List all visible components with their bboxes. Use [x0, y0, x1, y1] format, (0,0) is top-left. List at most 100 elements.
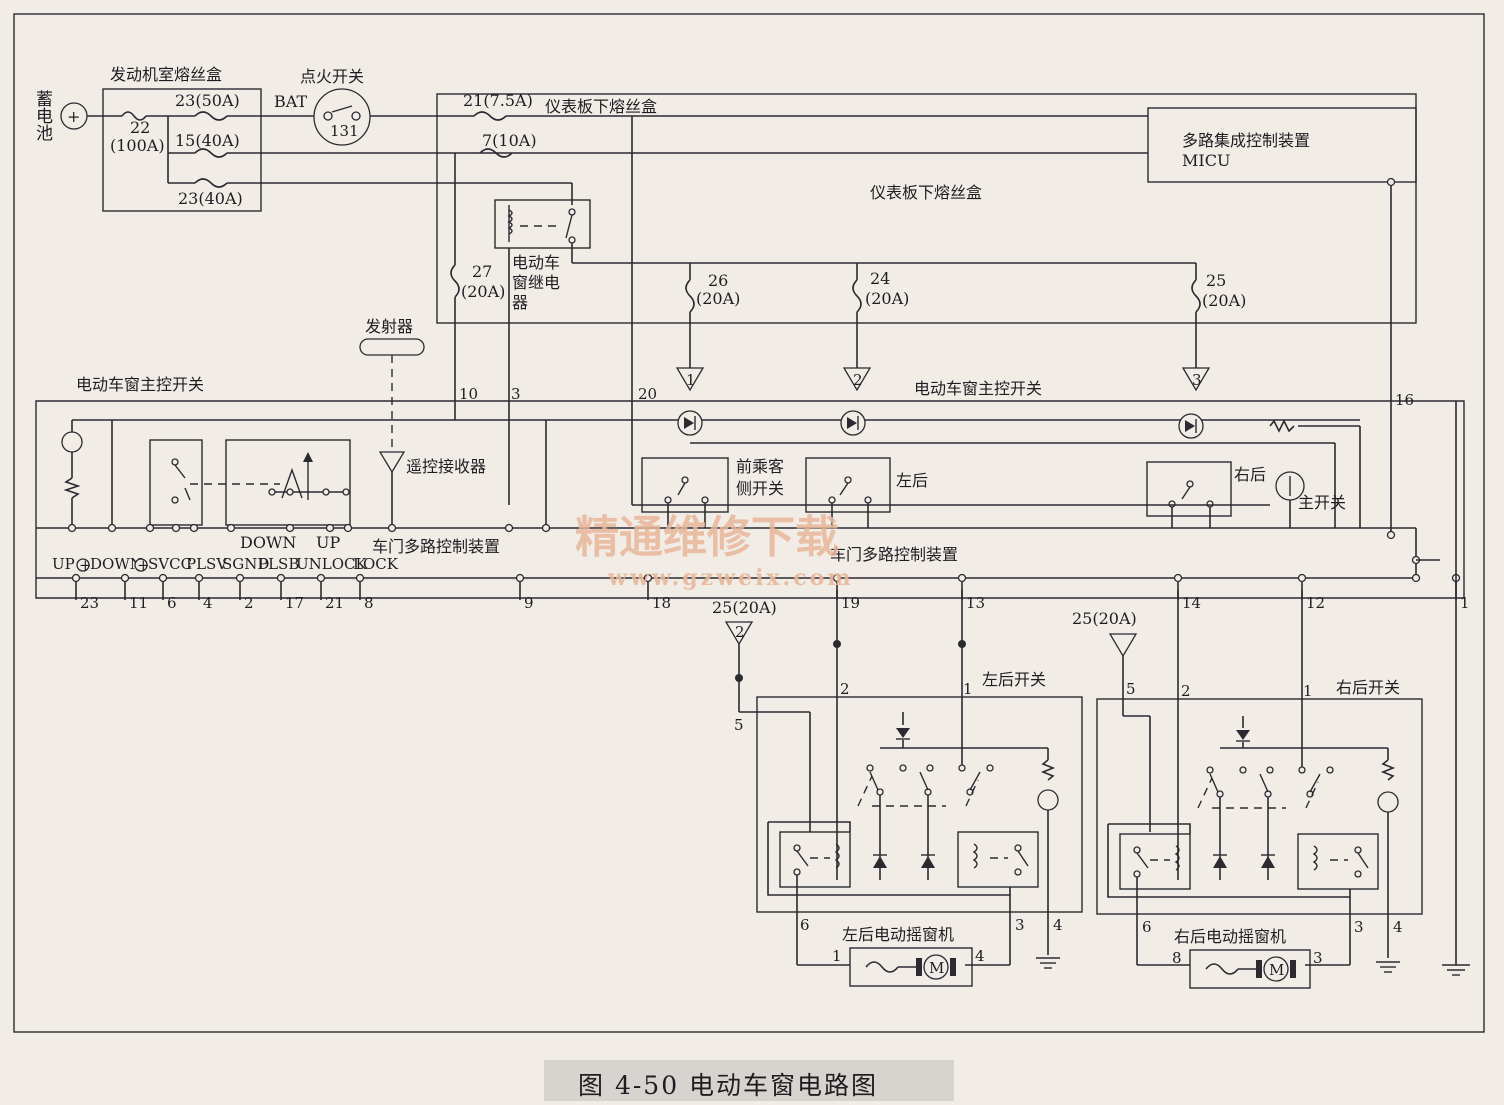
rl-pin-2-label: 2	[840, 680, 850, 698]
rr-motor-m: M	[1269, 961, 1284, 979]
pin-node	[120, 573, 130, 583]
master-inner-wiring	[36, 419, 1417, 579]
diode-row	[677, 410, 1361, 528]
rr-coil-right-icon	[1312, 845, 1318, 871]
pin-label: 2	[244, 594, 254, 612]
rl-motor-pin-4: 4	[975, 947, 985, 965]
indicator-led-icon	[61, 431, 83, 453]
dash-fuse-box-label-mid: 仪表板下熔丝盒	[870, 183, 982, 202]
rr-motor-breaker-icon	[1205, 963, 1239, 975]
pin-node	[316, 573, 326, 583]
battery-label-1: 蓄	[36, 90, 53, 110]
relay-label-1: 电动车	[512, 253, 560, 272]
front-passenger-label-1: 前乘客	[736, 457, 784, 476]
transmitter-label: 发射器	[365, 317, 413, 336]
fuse-21-label: 21(7.5A)	[463, 91, 533, 110]
pin-label: 18	[652, 594, 671, 612]
watermark-cn: 精通维修下载	[575, 512, 839, 563]
rr-motor-pin-8: 8	[1172, 949, 1182, 967]
battery-plus-icon: +	[67, 107, 80, 126]
rr-coil-left-icon	[1174, 845, 1180, 871]
master-switch-box	[35, 400, 1465, 599]
fuses-26-24-25	[675, 263, 1211, 392]
fuse-23-50a-icon	[194, 111, 228, 121]
fuse-27-label: 27	[472, 262, 492, 281]
rear-right-switch-box	[1096, 698, 1423, 915]
fuse-27-amp-label: (20A)	[461, 282, 505, 301]
rl-pin-5-label: 5	[734, 716, 744, 734]
pin-node	[832, 573, 842, 583]
svg-text:+: +	[137, 556, 150, 574]
fuse-26-label: 26	[708, 271, 728, 290]
fuse-22-icon	[121, 111, 147, 121]
fuse-21-icon	[473, 111, 507, 121]
rl-pin-4-label: 4	[1053, 916, 1063, 934]
rear-right-master-switch	[1146, 461, 1305, 528]
fuse-25-label: 25	[1206, 271, 1226, 290]
rear-right-switch-internals	[1107, 590, 1399, 966]
pin-node	[355, 573, 365, 583]
rl-motor-pin-1: 1	[832, 947, 842, 965]
remote-receiver-label: 遥控接收器	[406, 457, 486, 476]
ref-2-bottom-icon	[724, 621, 754, 646]
door-mux-label-right: 车门多路控制装置	[830, 545, 958, 564]
pin-label: 23	[80, 594, 99, 612]
rr-indicator-icon	[1377, 791, 1399, 813]
fuse-25-right-label: 25(20A)	[1072, 609, 1137, 628]
sig-down-label: DOWN	[90, 555, 143, 573]
relay-label-2: 窗继电	[512, 273, 560, 292]
rr-fuse-ref-icon	[1108, 633, 1138, 658]
fuse-15-40a-label: 15(40A)	[175, 131, 240, 150]
rl-motor-breaker-icon	[865, 961, 899, 973]
ground-icon-right	[1442, 964, 1470, 976]
pin-node	[235, 573, 245, 583]
master-switch-label-left: 电动车窗主控开关	[76, 375, 204, 394]
battery-label-2: 电	[36, 107, 53, 127]
ignition-switch-label: 点火开关	[300, 67, 364, 86]
pin-10-label: 10	[459, 385, 478, 403]
rr-motor-pin-3: 3	[1313, 949, 1323, 967]
fuse-23-40a-icon	[194, 178, 228, 188]
sig-sgnd-label: SGND	[222, 555, 269, 573]
resistor-2-icon	[1269, 419, 1295, 433]
rr-pin-2-label: 2	[1181, 682, 1191, 700]
pin-label: 6	[167, 594, 177, 612]
rl-diode-icon	[896, 728, 910, 738]
window-relay	[494, 199, 1196, 505]
micu-box	[1147, 107, 1417, 183]
engine-fuse-box-label: 发动机室熔丝盒	[110, 65, 222, 84]
rl-pin-6-label: 6	[800, 916, 810, 934]
rr-pin-3-label: 3	[1354, 918, 1364, 936]
pin-20-label: 20	[638, 385, 657, 403]
main-switch-label: 主开关	[1298, 493, 1346, 512]
transmitter-icon	[359, 338, 425, 356]
pin-label: 11	[129, 594, 148, 612]
transmitter: 发射器	[359, 317, 425, 528]
rr-pin-5-label: 5	[1126, 680, 1136, 698]
ground-icon-rl	[1036, 957, 1060, 969]
sig-lock-label: LOCK	[353, 555, 399, 573]
ignition-131-label: 131	[330, 122, 359, 140]
master-to-rear-wires	[632, 401, 1457, 965]
figure-caption: 图 4-50 电动车窗电路图	[578, 1071, 878, 1100]
rl-motor-icon	[923, 954, 949, 980]
pin-label: 9	[524, 594, 534, 612]
resistor-icon	[63, 477, 81, 499]
ref-2-label: 2	[853, 371, 863, 389]
fuse-24-amp-label: (20A)	[865, 289, 909, 308]
dash-fuse-wires	[450, 111, 1148, 505]
sig-svcc-label: SVCC	[148, 555, 192, 573]
front-passenger-label-2: 侧开关	[736, 479, 784, 498]
pin-label: 19	[841, 594, 860, 612]
fuse-27-icon	[450, 264, 460, 298]
pin-node	[276, 573, 286, 583]
ignition-bat-label: BAT	[274, 92, 307, 111]
front-passenger-switch	[641, 457, 729, 528]
pin-node	[515, 573, 525, 583]
ref-3-label: 3	[1192, 371, 1202, 389]
ref-3-icon	[1181, 367, 1211, 392]
rear-right-switch-label: 右后	[1234, 465, 1266, 484]
pin-node	[194, 573, 204, 583]
